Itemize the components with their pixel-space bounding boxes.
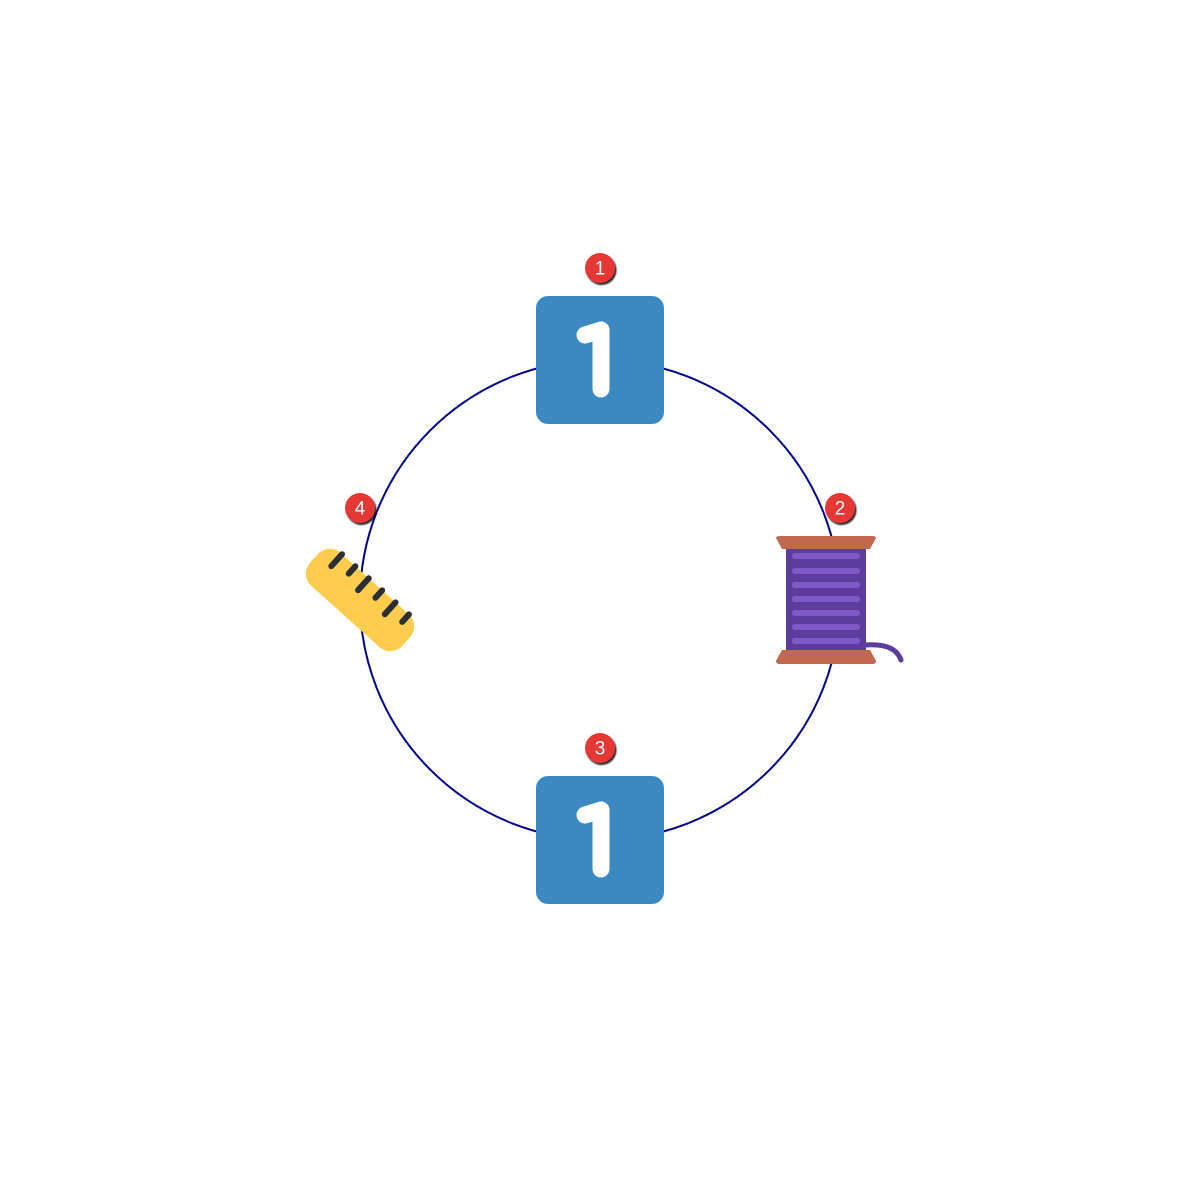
node-keycap-1-bottom: 3 [536, 733, 664, 904]
step-badge-label: 4 [355, 499, 366, 520]
step-badge-label: 1 [595, 259, 606, 280]
spool-of-thread-icon [776, 536, 904, 664]
node-keycap-1-top: 1 [536, 253, 664, 424]
step-badge-3: 3 [585, 733, 615, 763]
cycle-ring [359, 359, 841, 841]
node-spool-right: 2 [776, 493, 904, 664]
step-badge-2: 2 [825, 493, 855, 523]
step-badge-label: 2 [835, 499, 846, 520]
node-ruler-left: 4 [305, 493, 415, 652]
keycap-digit-one-icon [536, 296, 664, 424]
keycap-digit-one-icon [536, 776, 664, 904]
step-badge-1: 1 [585, 253, 615, 283]
step-badge-label: 3 [595, 739, 606, 760]
step-badge-4: 4 [345, 493, 375, 523]
ruler-icon [305, 548, 415, 652]
